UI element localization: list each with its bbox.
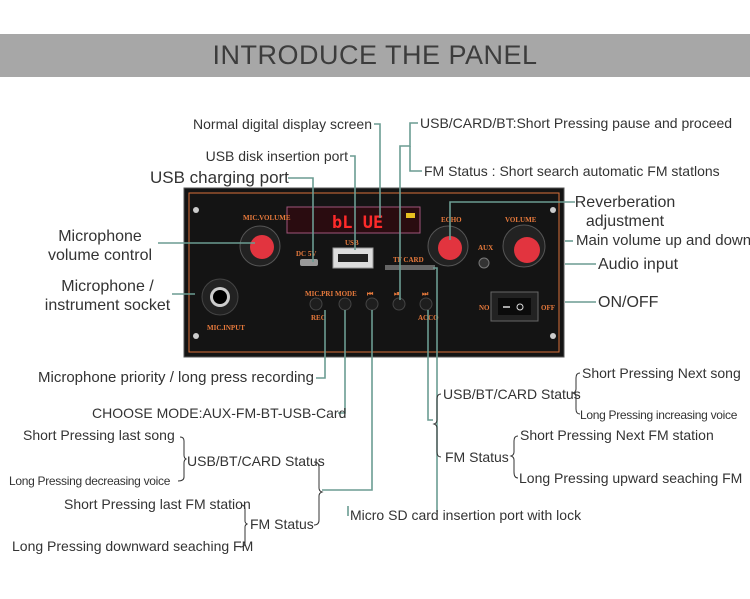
callout-next-fm-short: Short Pressing Next FM station bbox=[520, 427, 714, 443]
svg-text:REC: REC bbox=[311, 314, 326, 322]
volume-knob bbox=[514, 237, 540, 263]
next-button bbox=[419, 297, 433, 311]
callout-mic-socket: Microphone /instrument socket bbox=[44, 278, 171, 314]
svg-text:TF CARD: TF CARD bbox=[393, 256, 424, 264]
brace-lines bbox=[177, 372, 581, 548]
svg-text:USB: USB bbox=[345, 239, 359, 247]
svg-text:MIC.PRI: MIC.PRI bbox=[305, 290, 333, 298]
svg-text:⏭: ⏭ bbox=[422, 290, 429, 298]
callout-next-short: Short Pressing Next song bbox=[582, 365, 741, 381]
svg-text:NO: NO bbox=[479, 304, 490, 312]
callout-sd: Micro SD card insertion port with lock bbox=[350, 507, 582, 523]
callout-prev-fm-long: Long Pressing downward seaching FM bbox=[12, 538, 254, 554]
title-band bbox=[0, 34, 750, 77]
panel-border bbox=[188, 192, 560, 353]
callout-display: Normal digital display screen bbox=[193, 116, 372, 132]
callout-on-off: ON/OFF bbox=[598, 294, 659, 311]
callout-pause: USB/CARD/BT:Short Pressing pause and pro… bbox=[420, 115, 733, 131]
svg-text:MODE: MODE bbox=[335, 290, 357, 298]
callout-prev-short: Short Pressing last song bbox=[23, 427, 175, 443]
svg-text:MIC.VOLUME: MIC.VOLUME bbox=[243, 214, 291, 222]
display-text: bL UE bbox=[332, 213, 383, 233]
svg-text:OFF: OFF bbox=[541, 304, 555, 312]
svg-text:ECHO: ECHO bbox=[441, 216, 462, 224]
svg-text:AUX: AUX bbox=[478, 244, 493, 252]
usb-port bbox=[338, 254, 368, 262]
svg-text:DC 5V: DC 5V bbox=[296, 250, 316, 258]
mode-button bbox=[338, 297, 352, 311]
callout-prev-fm-status: FM Status bbox=[250, 516, 314, 532]
callout-mic-priority: Microphone priority / long press recordi… bbox=[38, 369, 314, 386]
svg-text:VOLUME: VOLUME bbox=[505, 216, 537, 224]
display-screen bbox=[286, 206, 421, 234]
echo-knob bbox=[438, 236, 462, 260]
callout-usb-charge: USB charging port bbox=[150, 168, 289, 187]
callout-prev-long: Long Pressing decreasing voice bbox=[9, 474, 171, 488]
page-title: INTRODUCE THE PANEL bbox=[212, 40, 538, 70]
mic-pri-button bbox=[309, 297, 323, 311]
svg-text:MIC.INPUT: MIC.INPUT bbox=[207, 324, 245, 332]
callout-prev-usb-status: USB/BT/CARD Status bbox=[187, 453, 325, 469]
callout-next-usb-status: USB/BT/CARD Status bbox=[443, 386, 581, 402]
callout-next-long: Long Pressing increasing voice bbox=[580, 408, 738, 422]
battery-icon bbox=[406, 213, 415, 218]
callout-mode: CHOOSE MODE:AUX-FM-BT-USB-Card bbox=[92, 405, 347, 421]
aux-jack bbox=[478, 257, 490, 269]
mic-volume-knob bbox=[250, 235, 274, 259]
callout-audio-input: Audio input bbox=[598, 256, 679, 273]
callout-next-fm-status: FM Status bbox=[445, 449, 509, 465]
play-button bbox=[392, 297, 406, 311]
callout-next-fm-long: Long Pressing upward seaching FM bbox=[519, 470, 743, 486]
callout-prev-fm-short: Short Pressing last FM station bbox=[64, 496, 251, 512]
prev-button bbox=[365, 297, 379, 311]
callout-fm-search: FM Status : Short search automatic FM st… bbox=[424, 163, 720, 179]
mic-input-jack bbox=[213, 290, 227, 304]
callout-usb-disk: USB disk insertion port bbox=[205, 148, 348, 164]
tf-slot bbox=[385, 265, 435, 270]
callout-main-volume: Main volume up and down bbox=[576, 232, 750, 249]
svg-text:⏮: ⏮ bbox=[367, 290, 374, 298]
dc-port bbox=[300, 259, 318, 266]
svg-text:⏯: ⏯ bbox=[394, 290, 400, 298]
power-switch bbox=[498, 298, 531, 315]
